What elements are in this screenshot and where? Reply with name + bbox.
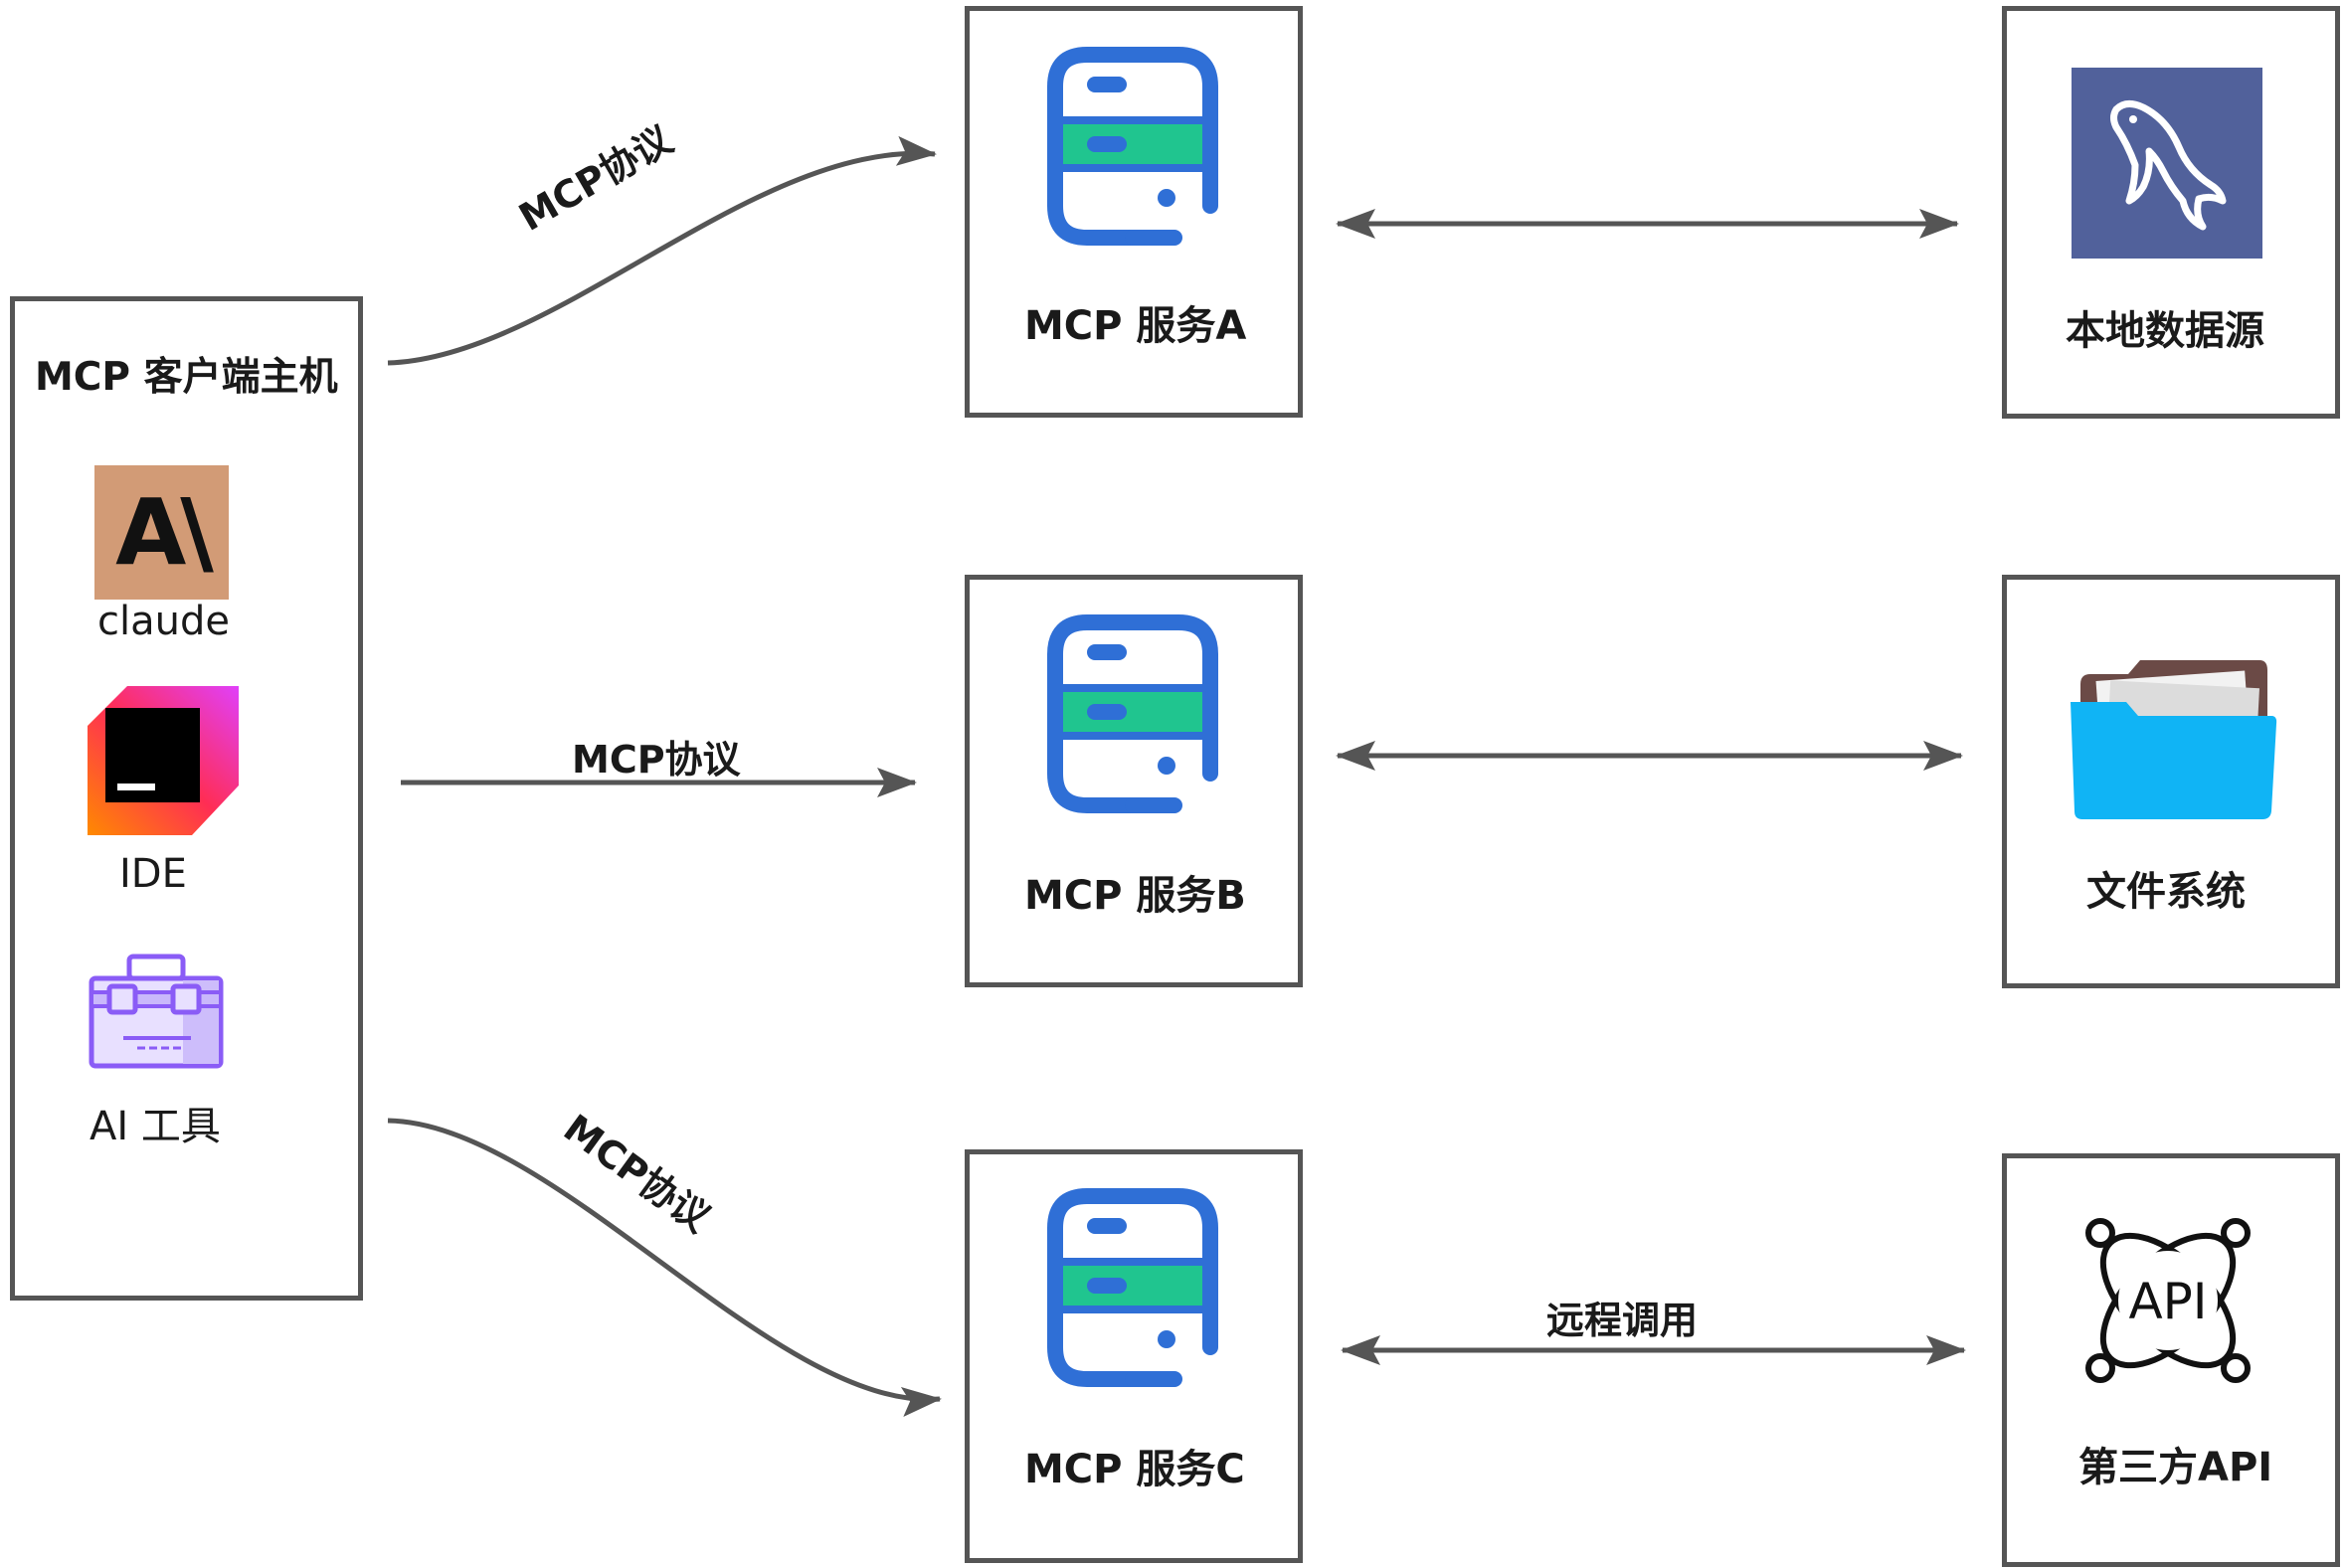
ai-tool-label: AI 工具	[90, 1104, 221, 1149]
file-system-label: 文件系统	[2086, 869, 2246, 915]
ide-logo-icon	[88, 686, 239, 835]
protocol-curve-a	[387, 135, 937, 366]
claude-logo-text: A\	[115, 479, 214, 586]
server-c-icon	[1047, 1188, 1218, 1387]
link-label-c: 远程调用	[1546, 1299, 1699, 1342]
api-icon-text: API	[2128, 1273, 2207, 1330]
server-a-box	[965, 6, 1303, 418]
server-b-label: MCP 服务B	[1024, 873, 1246, 919]
api-icon: API	[2085, 1218, 2251, 1383]
protocol-curve-c	[387, 1118, 942, 1417]
folder-icon	[2071, 660, 2277, 819]
server-b-icon	[1047, 614, 1218, 813]
local-data-label: 本地数据源	[2066, 308, 2264, 354]
mysql-dolphin-icon	[2072, 68, 2262, 259]
client-host-title: MCP 客户端主机	[35, 355, 338, 400]
server-a-label: MCP 服务A	[1024, 303, 1247, 349]
third-party-api-box	[2002, 1153, 2340, 1567]
server-a-icon	[1047, 47, 1218, 246]
server-c-label: MCP 服务C	[1024, 1447, 1245, 1492]
claude-label: claude	[97, 599, 230, 644]
third-party-api-label: 第三方API	[2078, 1445, 2273, 1490]
server-c-box	[965, 1149, 1303, 1563]
server-b-box	[965, 575, 1303, 987]
client-host-box	[10, 296, 363, 1301]
toolbox-icon	[89, 954, 224, 1069]
protocol-label-b: MCP协议	[572, 738, 741, 782]
ide-label: IDE	[119, 851, 187, 897]
claude-logo-icon: A\	[94, 465, 229, 600]
